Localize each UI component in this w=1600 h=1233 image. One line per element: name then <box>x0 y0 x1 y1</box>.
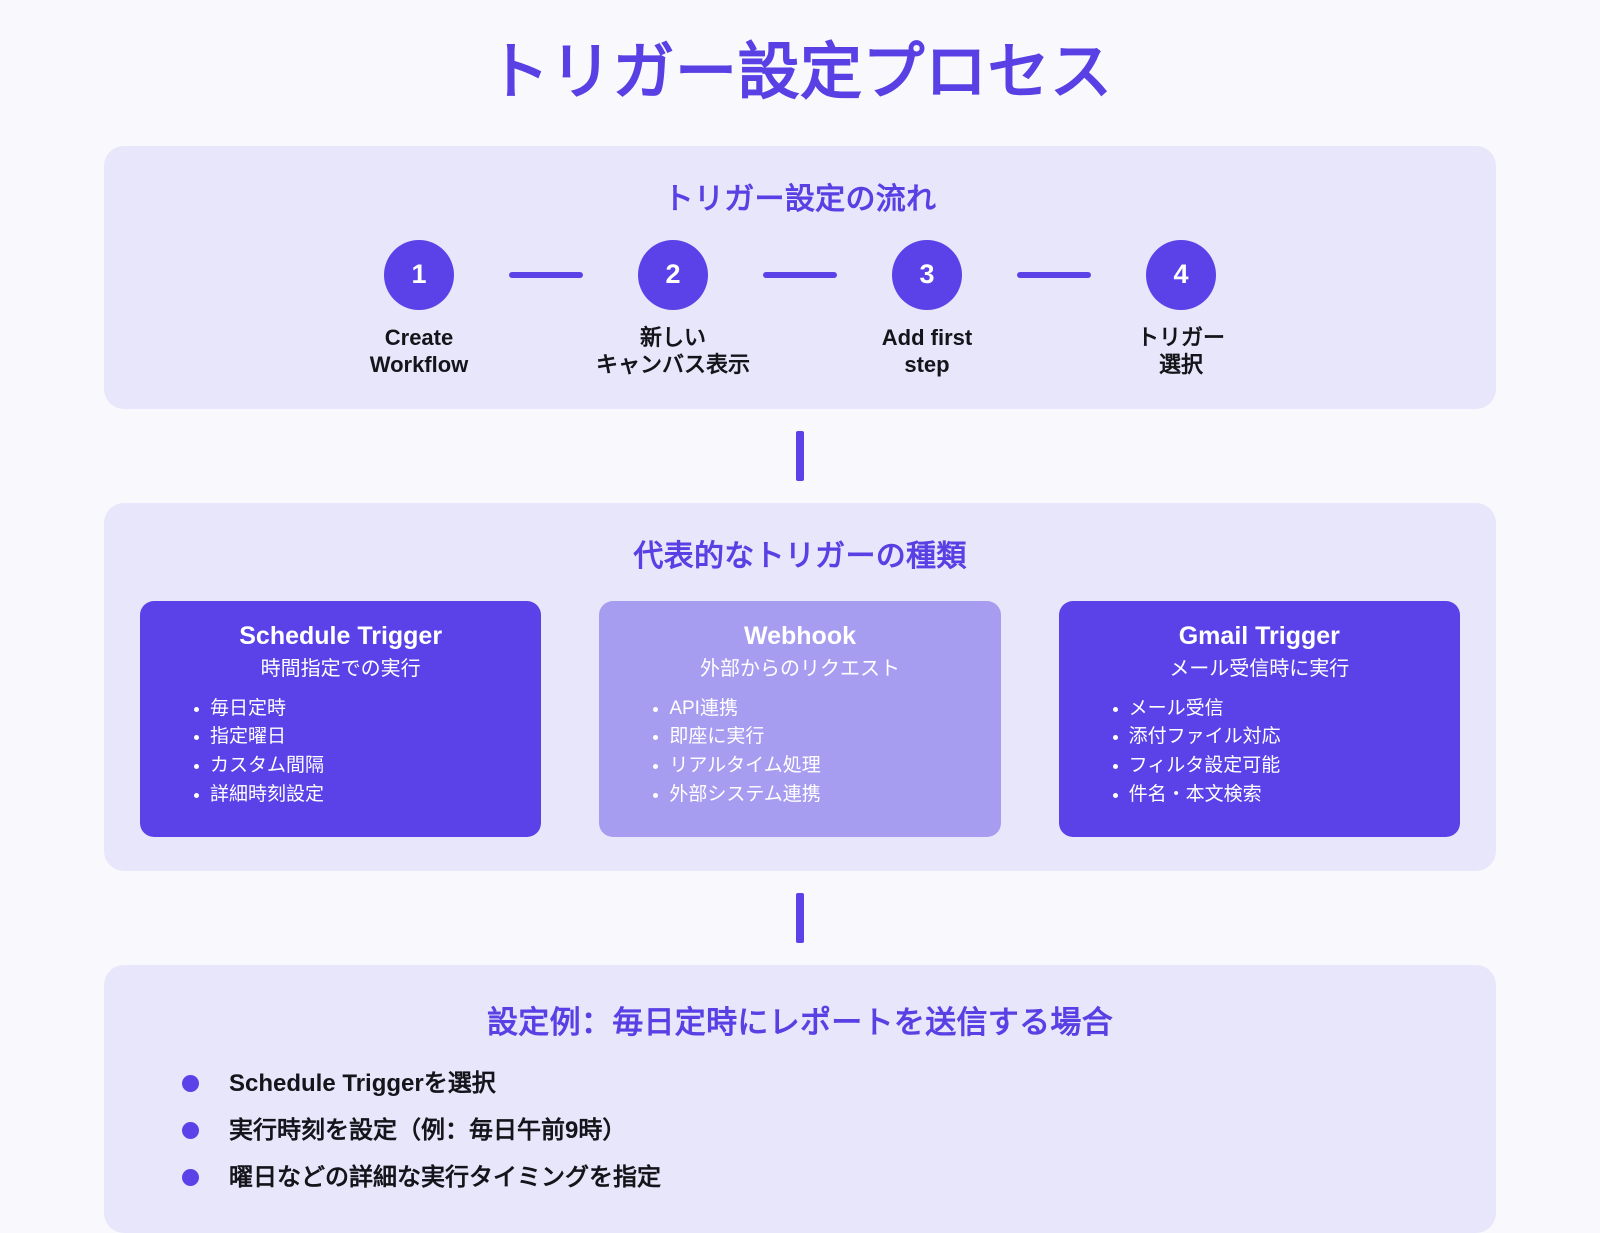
list-item: 毎日定時 <box>193 696 519 722</box>
step-number-badge: 2 <box>638 239 708 310</box>
list-item: カスタム間隔 <box>193 753 519 779</box>
example-item-text: 曜日などの詳細な実行タイミングを指定 <box>229 1164 661 1192</box>
trigger-card-schedule[interactable]: Schedule Trigger 時間指定での実行 毎日定時 指定曜日 カスタム… <box>140 600 542 837</box>
flow-section-heading: トリガー設定の流れ <box>663 182 937 216</box>
trigger-card-title: Schedule Trigger <box>239 621 443 650</box>
trigger-card-feature-list: メール受信 添付ファイル対応 フィルタ設定可能 件名・本文検索 <box>1081 696 1438 808</box>
example-section-heading: 設定例：毎日定時にレポートを送信する場合 <box>487 1004 1113 1040</box>
list-item: 詳細時刻設定 <box>193 782 519 808</box>
infographic-page: トリガー設定プロセス トリガー設定の流れ 1 Create Workflow 2… <box>104 38 1496 1233</box>
step-item-3[interactable]: 3 Add first step <box>837 239 1017 379</box>
step-item-1[interactable]: 1 Create Workflow <box>329 239 509 379</box>
triggers-section-heading: 代表的なトリガーの種類 <box>633 539 967 573</box>
trigger-cards-row: Schedule Trigger 時間指定での実行 毎日定時 指定曜日 カスタム… <box>140 600 1460 837</box>
trigger-card-title: Webhook <box>743 621 857 650</box>
step-connector-line <box>1017 271 1091 278</box>
steps-row: 1 Create Workflow 2 新しい キャンバス表示 3 Add fi… <box>144 239 1456 379</box>
triggers-section-panel: 代表的なトリガーの種類 Schedule Trigger 時間指定での実行 毎日… <box>104 502 1496 871</box>
trigger-card-title: Gmail Trigger <box>1178 621 1340 650</box>
vertical-connector-bar <box>796 430 804 481</box>
example-section-panel: 設定例：毎日定時にレポートを送信する場合 Schedule Triggerを選択… <box>104 964 1496 1233</box>
bullet-dot-icon <box>182 1122 199 1140</box>
flow-section-panel: トリガー設定の流れ 1 Create Workflow 2 新しい キャンバス表… <box>104 145 1496 409</box>
step-item-2[interactable]: 2 新しい キャンバス表示 <box>583 239 763 379</box>
list-item: API連携 <box>653 696 978 722</box>
trigger-card-gmail[interactable]: Gmail Trigger メール受信時に実行 メール受信 添付ファイル対応 フ… <box>1058 600 1460 837</box>
step-connector-line <box>763 271 837 278</box>
example-item-text: 実行時刻を設定（例：毎日午前9時） <box>229 1117 627 1144</box>
step-label: トリガー 選択 <box>1136 324 1225 378</box>
list-item: フィルタ設定可能 <box>1112 753 1438 779</box>
step-label: 新しい キャンバス表示 <box>595 324 750 378</box>
example-item-text: Schedule Triggerを選択 <box>229 1069 496 1097</box>
trigger-card-subtitle: メール受信時に実行 <box>1169 657 1350 680</box>
section-connector-bottom <box>104 871 1496 965</box>
trigger-card-webhook[interactable]: Webhook 外部からのリクエスト API連携 即座に実行 リアルタイム処理 … <box>599 600 1001 837</box>
step-label: Add first step <box>881 324 973 378</box>
page-title: トリガー設定プロセス <box>487 38 1113 107</box>
list-item: 件名・本文検索 <box>1112 782 1438 808</box>
step-number-badge: 1 <box>384 239 454 310</box>
step-number-badge: 4 <box>1146 239 1216 310</box>
list-item: リアルタイム処理 <box>653 753 978 779</box>
list-item: メール受信 <box>1112 696 1438 722</box>
list-item: 外部システム連携 <box>653 782 978 808</box>
step-number-badge: 3 <box>892 239 962 310</box>
list-item: 即座に実行 <box>653 724 978 750</box>
trigger-card-feature-list: 毎日定時 指定曜日 カスタム間隔 詳細時刻設定 <box>162 696 519 808</box>
section-connector-top <box>104 409 1496 503</box>
list-item: 実行時刻を設定（例：毎日午前9時） <box>182 1115 1456 1146</box>
trigger-card-subtitle: 時間指定での実行 <box>260 657 421 680</box>
trigger-card-feature-list: API連携 即座に実行 リアルタイム処理 外部システム連携 <box>621 696 978 808</box>
list-item: 添付ファイル対応 <box>1112 724 1438 750</box>
vertical-connector-bar <box>796 892 804 943</box>
list-item: 曜日などの詳細な実行タイミングを指定 <box>182 1162 1456 1193</box>
list-item: 指定曜日 <box>193 724 519 750</box>
example-step-list: Schedule Triggerを選択 実行時刻を設定（例：毎日午前9時） 曜日… <box>144 1068 1456 1194</box>
step-connector-line <box>509 271 583 278</box>
bullet-dot-icon <box>182 1074 199 1092</box>
bullet-dot-icon <box>182 1169 199 1187</box>
list-item: Schedule Triggerを選択 <box>182 1068 1456 1099</box>
step-item-4[interactable]: 4 トリガー 選択 <box>1091 239 1271 379</box>
trigger-card-subtitle: 外部からのリクエスト <box>699 657 900 680</box>
step-label: Create Workflow <box>369 324 469 378</box>
